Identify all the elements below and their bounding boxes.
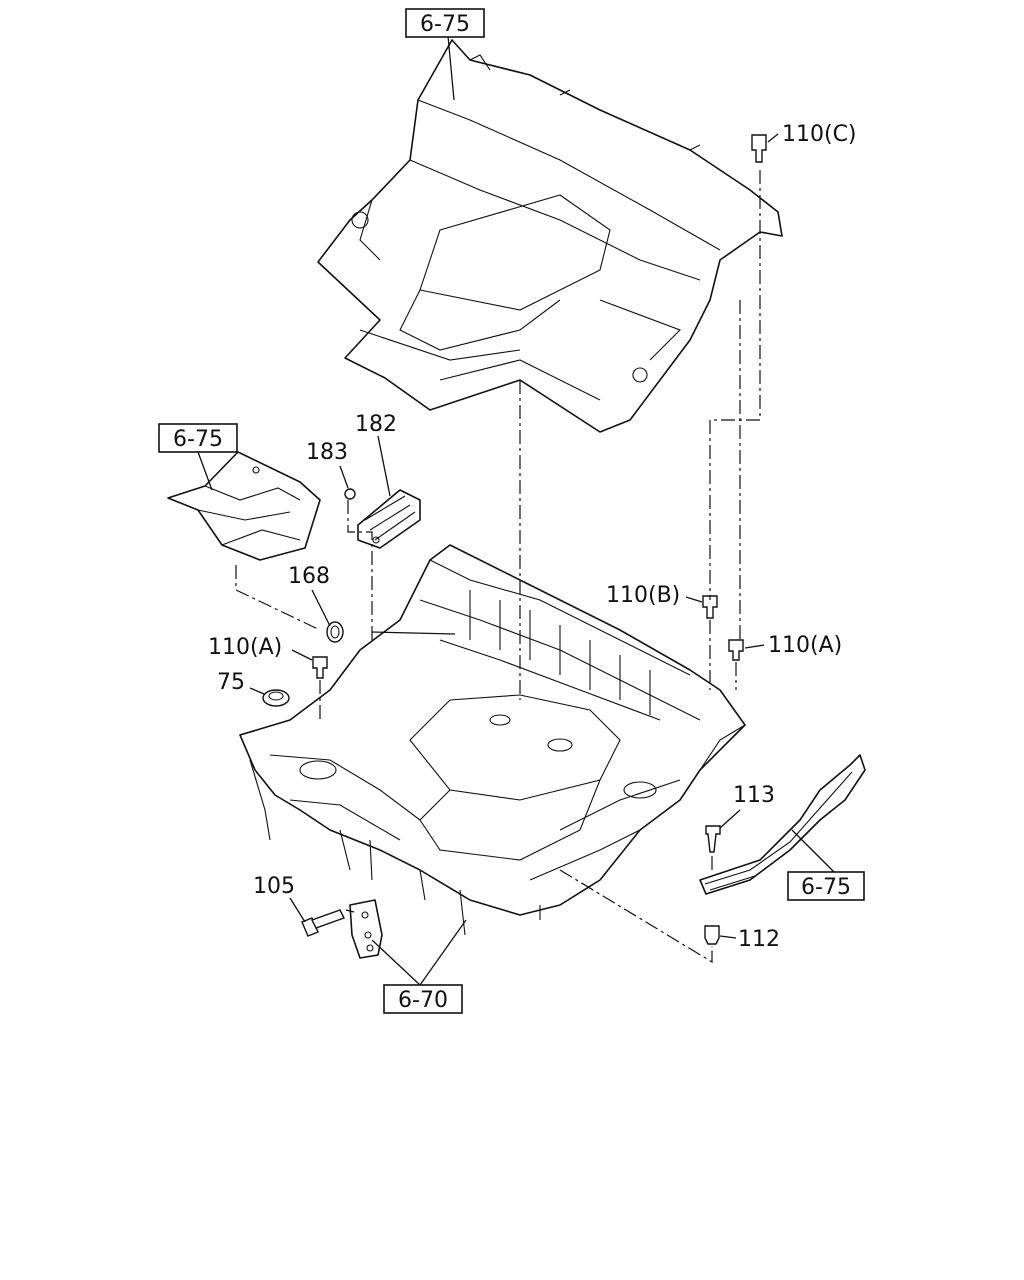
reference-label-left: 6-75 (173, 427, 223, 452)
callout-75: 75 (217, 670, 245, 695)
main-floor-pan (239, 544, 746, 936)
clip-112 (704, 925, 720, 945)
reference-label-right: 6-75 (801, 875, 851, 900)
reference-label-bottom: 6-70 (398, 988, 448, 1013)
callout-112: 112 (738, 927, 780, 952)
screw-113 (705, 825, 721, 853)
bracket-182 (357, 489, 421, 549)
callout-110b: 110(B) (606, 583, 680, 608)
upper-floor-insulator (317, 39, 783, 433)
clip-183 (344, 488, 356, 500)
right-step-plate (699, 754, 866, 895)
callout-105: 105 (253, 874, 295, 899)
callout-182: 182 (355, 412, 397, 437)
callout-113: 113 (733, 783, 775, 808)
leader-lines (197, 35, 835, 986)
callout-168: 168 (288, 564, 330, 589)
bolt-105 (301, 909, 345, 937)
reference-box-left: 6-75 (158, 423, 238, 453)
clip-110a-left (312, 656, 328, 679)
left-floor-insulator (167, 451, 321, 561)
reference-box-bottom: 6-70 (383, 984, 463, 1014)
reference-label-top: 6-75 (420, 12, 470, 37)
callout-110a-left: 110(A) (208, 635, 282, 660)
guide-lines (235, 170, 761, 964)
reference-box-right: 6-75 (787, 871, 865, 901)
callout-110a-right: 110(A) (768, 633, 842, 658)
callout-183: 183 (306, 440, 348, 465)
clip-110b (702, 595, 718, 619)
grommet-168 (326, 621, 344, 643)
clip-110c (751, 134, 767, 163)
reference-box-top: 6-75 (405, 8, 485, 38)
side-bracket (349, 899, 383, 959)
callout-110c: 110(C) (782, 122, 857, 147)
clip-110a-right (728, 639, 744, 661)
plug-75 (262, 689, 290, 707)
